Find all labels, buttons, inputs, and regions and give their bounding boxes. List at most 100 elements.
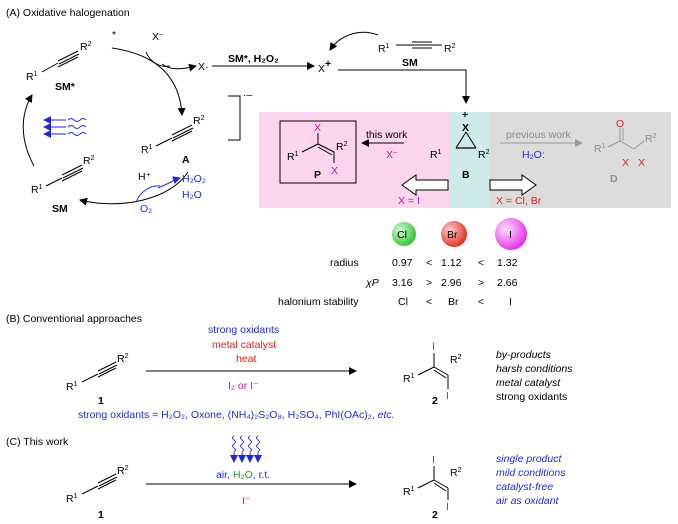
svg-text:X: X [331, 165, 338, 177]
panel-c-product-number: 2 [432, 509, 438, 521]
x-radical-label: X· [198, 61, 209, 73]
svg-text:I: I [432, 341, 435, 353]
sm-label: SM [52, 203, 68, 215]
panel-c-note-1: single product [496, 453, 562, 465]
panel-c-cond-iodide: I⁻ [242, 495, 251, 507]
sm-star-label: SM* [55, 81, 76, 93]
panel-b-sm-number: 1 [98, 395, 104, 407]
svg-text:X: X [622, 157, 629, 169]
panel-b-cond-oxidants: strong oxidants [208, 324, 279, 336]
svg-text:I: I [432, 454, 435, 466]
panel-a: (A) Oxidative halogenation R1 R2 SM* * X… [6, 7, 671, 215]
radius-op-2: < [478, 257, 484, 269]
panel-a-title: (A) Oxidative halogenation [6, 7, 130, 19]
panel-c-note-3: catalyst-free [496, 481, 553, 493]
panel-b-product: I I R1 R2 2 [403, 341, 462, 407]
svg-text:R1: R1 [403, 486, 415, 498]
svg-text:R2: R2 [336, 141, 348, 153]
panel-c-sm-number: 1 [98, 509, 104, 521]
halonium-b: X + R1 R2 B [430, 109, 490, 181]
excited-star: * [112, 29, 116, 41]
chip-i: 2.66 [497, 277, 518, 289]
previous-work-label: previous work [506, 129, 572, 141]
panel-c-note-4: air as oxidant [496, 495, 560, 507]
panel-b-title: (B) Conventional approaches [6, 313, 142, 325]
x-equals-clbr-label: X = Cl, Br [496, 195, 542, 207]
svg-text:R2: R2 [450, 354, 462, 366]
radius-i: 1.32 [497, 257, 518, 269]
product-p-molecule: X X R1 R2 P [287, 122, 348, 181]
svg-text:R1: R1 [403, 373, 415, 385]
svg-text:R2: R2 [117, 353, 129, 365]
stability-op-2: < [478, 296, 484, 308]
panel-b-substrate: R1 R2 1 [66, 353, 129, 407]
sm-molecule-top: R1 R2 SM [378, 41, 456, 69]
row-label-halonium-stability: halonium stability [278, 296, 359, 308]
panel-b-note-3: metal catalyst [496, 377, 561, 389]
svg-text:R1: R1 [141, 144, 153, 156]
open-arrow-right [489, 174, 537, 196]
svg-text:X: X [314, 122, 321, 134]
svg-text:R1: R1 [594, 143, 606, 155]
h2o-product: H₂O [182, 189, 202, 201]
stability-br: Br [448, 296, 459, 308]
panel-b-product-number: 2 [432, 395, 438, 407]
br-sphere-label: Br [447, 229, 458, 241]
svg-text:R1: R1 [378, 43, 390, 55]
svg-text:R1: R1 [430, 149, 442, 161]
row-label-radius: radius [330, 257, 359, 269]
arrow-to-halonium [338, 69, 470, 104]
i-sphere [495, 218, 527, 250]
svg-text:O: O [616, 118, 624, 130]
halogen-table: Cl Br I radius 0.97 < 1.12 < 1.32 χP 3.1… [278, 218, 527, 308]
h2o2-product: H₂O₂ [182, 173, 206, 185]
chip-op-2: > [478, 277, 484, 289]
panel-b-note-1: by-products [496, 349, 552, 361]
chip-cl: 3.16 [392, 277, 413, 289]
h2o2-arrow [157, 176, 181, 189]
halonium-region [449, 112, 489, 208]
panel-b-footnote: strong oxidants = H₂O₂, Oxone, (NH₄)₂S₂O… [78, 409, 395, 421]
cl-sphere-label: Cl [397, 229, 407, 241]
svg-text:R2: R2 [444, 43, 456, 55]
a-label: A [182, 154, 190, 166]
alkyne-attack-arrow [329, 31, 379, 51]
svg-text:R2: R2 [80, 41, 92, 53]
halonium-plus: + [462, 109, 468, 121]
panel-c-title: (C) This work [6, 436, 69, 448]
x-minus-attack-label: X– [386, 149, 397, 161]
light-icon [43, 116, 87, 138]
chip-op-1: > [426, 277, 432, 289]
product-d-molecule: R1 O R2 X X D [594, 118, 657, 185]
arrow-a-to-sm [79, 171, 189, 206]
svg-text:R2: R2 [83, 155, 95, 167]
svg-text:R1: R1 [66, 493, 78, 505]
svg-text:R2: R2 [645, 133, 657, 145]
panel-b-note-2: harsh conditions [496, 363, 573, 375]
arrow-sm-to-sm-star [22, 94, 35, 167]
svg-text:R1: R1 [31, 184, 43, 196]
row-label-chip: χP [365, 277, 379, 289]
panel-c-conditions: air, H₂O, r.t. [216, 469, 270, 481]
x-minus-label: X– [152, 31, 163, 43]
chip-br: 2.96 [441, 277, 462, 289]
panel-c-note-2: mild conditions [496, 467, 566, 479]
panel-b-cond-metal: metal catalyst [212, 339, 276, 351]
br-sphere [441, 221, 467, 247]
svg-text:R2: R2 [193, 115, 205, 127]
product-p-box [279, 120, 357, 184]
svg-text:I: I [446, 501, 449, 513]
panel-b: (B) Conventional approaches R1 R2 1 stro… [6, 313, 573, 421]
x-equals-i-label: X = I [398, 195, 420, 207]
product-d-label: D [610, 173, 618, 185]
this-work-label: this work [366, 129, 408, 141]
svg-text:R2: R2 [117, 465, 129, 477]
x-plus-label: X+ [318, 58, 331, 75]
radical-anion-bracket [228, 95, 241, 141]
h-plus-label: H⁺ [138, 171, 152, 183]
svg-text:R2: R2 [450, 467, 462, 479]
catalytic-cycle: R1 R2 SM* * X– X· R1 R2 A [22, 29, 252, 215]
stability-op-1: < [426, 296, 432, 308]
stability-cl: Cl [398, 296, 408, 308]
